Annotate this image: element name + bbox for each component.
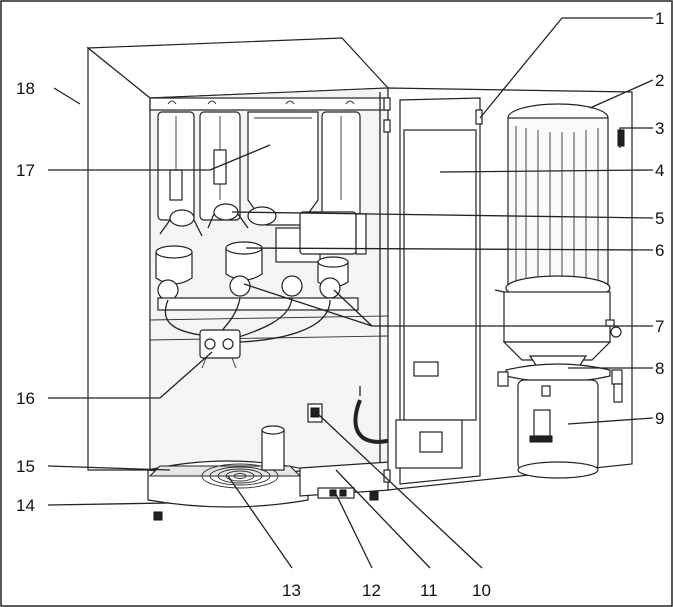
callout-5: 5	[655, 209, 664, 228]
callout-15: 15	[16, 457, 35, 476]
callout-labels: 1 2 3 4 5 6 7 8 9 10 11 12 13 14 15 16 1…	[16, 9, 664, 600]
callout-14: 14	[16, 496, 35, 515]
leader-lines	[47, 17, 654, 569]
ingredient-canisters	[157, 100, 361, 226]
power-switch	[307, 403, 323, 423]
callout-7: 7	[655, 317, 664, 336]
cabinet	[86, 37, 390, 490]
callout-13: 13	[282, 581, 301, 600]
valve-block	[199, 329, 241, 369]
callout-1: 1	[655, 9, 664, 28]
whipper-motors	[157, 275, 359, 311]
canister-outlets	[159, 203, 277, 237]
callout-6: 6	[655, 241, 664, 260]
callout-10: 10	[472, 581, 491, 600]
cup-dispenser	[494, 103, 625, 369]
callout-8: 8	[655, 359, 664, 378]
drip-tray	[147, 425, 379, 521]
callout-16: 16	[16, 389, 35, 408]
cup-station	[497, 363, 623, 479]
mixing-bowls	[155, 211, 367, 288]
callout-12: 12	[362, 581, 381, 600]
callout-9: 9	[655, 409, 664, 428]
callout-2: 2	[655, 71, 664, 90]
callout-11: 11	[420, 581, 438, 600]
callout-18: 18	[16, 79, 35, 98]
callout-3: 3	[655, 119, 664, 138]
callout-17: 17	[16, 161, 35, 180]
callout-4: 4	[655, 161, 664, 180]
